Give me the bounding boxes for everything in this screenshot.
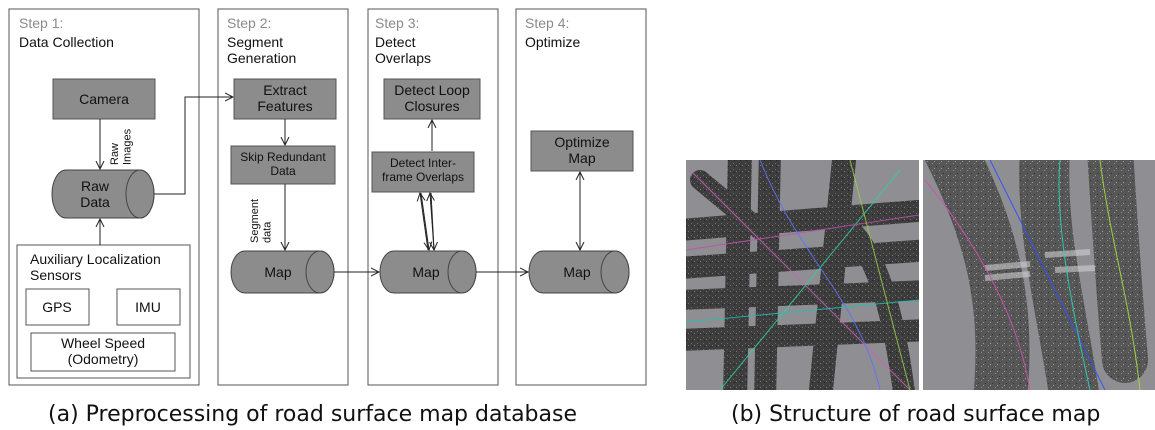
detect-interframe-label: Detect Inter-frame Overlaps xyxy=(382,156,464,184)
text-line: Data xyxy=(270,164,296,178)
step-1-title: Step 1: xyxy=(19,15,63,31)
arrow-interframe-to-map3-b xyxy=(431,192,434,250)
map-cylinder-step2: Map xyxy=(230,250,335,294)
text-line: Overlaps xyxy=(375,50,431,66)
text-line: Images xyxy=(122,128,134,165)
gps-label: GPS xyxy=(42,299,72,315)
raw-images-label: RawImages xyxy=(109,128,134,165)
text-line: Optimize xyxy=(525,34,580,50)
imu-box xyxy=(116,288,181,326)
arrow-interframe-to-map3-a xyxy=(420,192,429,250)
camera-label: Camera xyxy=(79,91,129,107)
gps-box xyxy=(25,288,90,326)
text-line: Detect Loop xyxy=(394,82,470,98)
map-step3-label: Map xyxy=(412,264,439,280)
text-line: Detect Inter- xyxy=(390,156,456,170)
text-line: (Odometry) xyxy=(68,351,139,367)
step-4-panel: Step 4: Optimize xyxy=(515,8,647,386)
text-line: Skip Redundant xyxy=(240,150,326,164)
wheel-speed-box xyxy=(30,332,176,372)
step-3-title: Step 3: xyxy=(375,15,419,31)
map-cylinder-step4: Map xyxy=(528,250,630,294)
text-line: Segment xyxy=(249,199,261,243)
arrow-raw-to-extract xyxy=(154,97,233,195)
road-map-right-image xyxy=(923,160,1155,390)
wheel-speed-label: Wheel Speed(Odometry) xyxy=(61,335,145,367)
map-cylinder-step3: Map xyxy=(379,250,477,294)
text-line: Raw xyxy=(81,178,110,194)
step-4-title: Step 4: xyxy=(525,15,569,31)
text-line: data xyxy=(262,221,274,243)
text-line: Closures xyxy=(404,98,459,114)
text-line: Data xyxy=(80,194,110,210)
text-line: Raw xyxy=(109,143,121,165)
camera-box: Camera xyxy=(52,78,156,120)
connectors xyxy=(100,97,580,272)
segment-data-label: Segmentdata xyxy=(249,199,274,243)
text-line: Map xyxy=(568,150,595,166)
map-step4-label: Map xyxy=(563,264,590,280)
text-line: Sensors xyxy=(30,267,81,283)
text-line: Segment xyxy=(227,34,283,50)
step-1-subtitle: Data Collection xyxy=(19,34,114,50)
map-step2-label: Map xyxy=(264,264,291,280)
imu-label: IMU xyxy=(135,299,161,315)
caption-b: (b) Structure of road surface map xyxy=(731,402,1100,427)
caption-a: (a) Preprocessing of road surface map da… xyxy=(48,402,577,427)
text-line: Wheel Speed xyxy=(61,335,145,351)
text-line: Extract xyxy=(263,82,307,98)
text-line: Auxiliary Localization xyxy=(30,251,161,267)
detect-interframe-box: Detect Inter-frame Overlaps xyxy=(371,151,475,193)
step-4-subtitle: Optimize xyxy=(525,34,580,50)
road-map-left-image xyxy=(686,160,919,390)
text-line: Data Collection xyxy=(19,34,114,50)
text-line: Features xyxy=(257,98,312,114)
text-line: Optimize xyxy=(554,134,609,150)
text-line: Detect xyxy=(375,34,416,50)
arrow-map3-to-interframe-a xyxy=(420,193,429,251)
step-2-title: Step 2: xyxy=(227,15,271,31)
text-line: Generation xyxy=(227,50,296,66)
text-line: frame Overlaps xyxy=(382,170,464,184)
